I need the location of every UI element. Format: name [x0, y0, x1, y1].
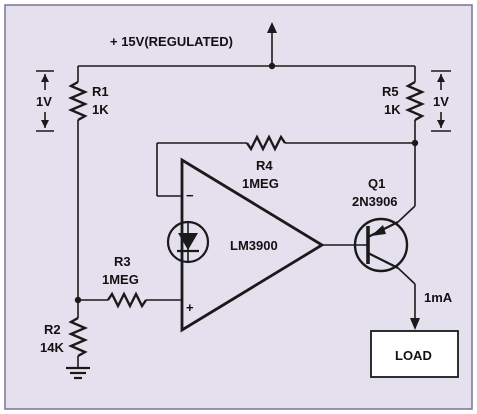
opamp-minus-pin: − — [186, 188, 194, 203]
load-label: LOAD — [395, 348, 432, 363]
feedback-path — [156, 134, 419, 197]
r1-name: R1 — [92, 84, 109, 99]
r5-value: 1K — [384, 102, 401, 117]
r1-resistor — [67, 66, 89, 300]
r5-resistor — [404, 66, 426, 206]
supply-rail — [78, 22, 415, 70]
r5-drop-label: 1V — [433, 94, 449, 109]
r3-value: 1MEG — [102, 272, 139, 287]
opamp-plus-pin: + — [186, 300, 194, 315]
r2-resistor — [67, 300, 89, 368]
ground-icon — [66, 366, 90, 380]
current-mirror-icon — [166, 220, 210, 264]
opamp-lm3900 — [180, 157, 325, 333]
r1-value: 1K — [92, 102, 109, 117]
r2-name: R2 — [44, 322, 61, 337]
load-box — [370, 330, 459, 378]
q1-part: 2N3906 — [352, 194, 398, 209]
r4-value: 1MEG — [242, 176, 279, 191]
q1-name: Q1 — [368, 176, 385, 191]
r2-value: 14K — [40, 340, 64, 355]
r4-name: R4 — [256, 158, 273, 173]
r1-drop-indicator — [36, 70, 54, 132]
r3-name: R3 — [114, 254, 131, 269]
opamp-label: LM3900 — [230, 238, 278, 253]
output-current-label: 1mA — [424, 290, 453, 305]
supply-label: + 15V(REGULATED) — [110, 34, 233, 49]
q1-transistor — [353, 205, 416, 285]
r5-drop-indicator — [431, 70, 451, 132]
r5-name: R5 — [382, 84, 399, 99]
r1-drop-label: 1V — [36, 94, 52, 109]
output-current-path — [410, 284, 420, 330]
